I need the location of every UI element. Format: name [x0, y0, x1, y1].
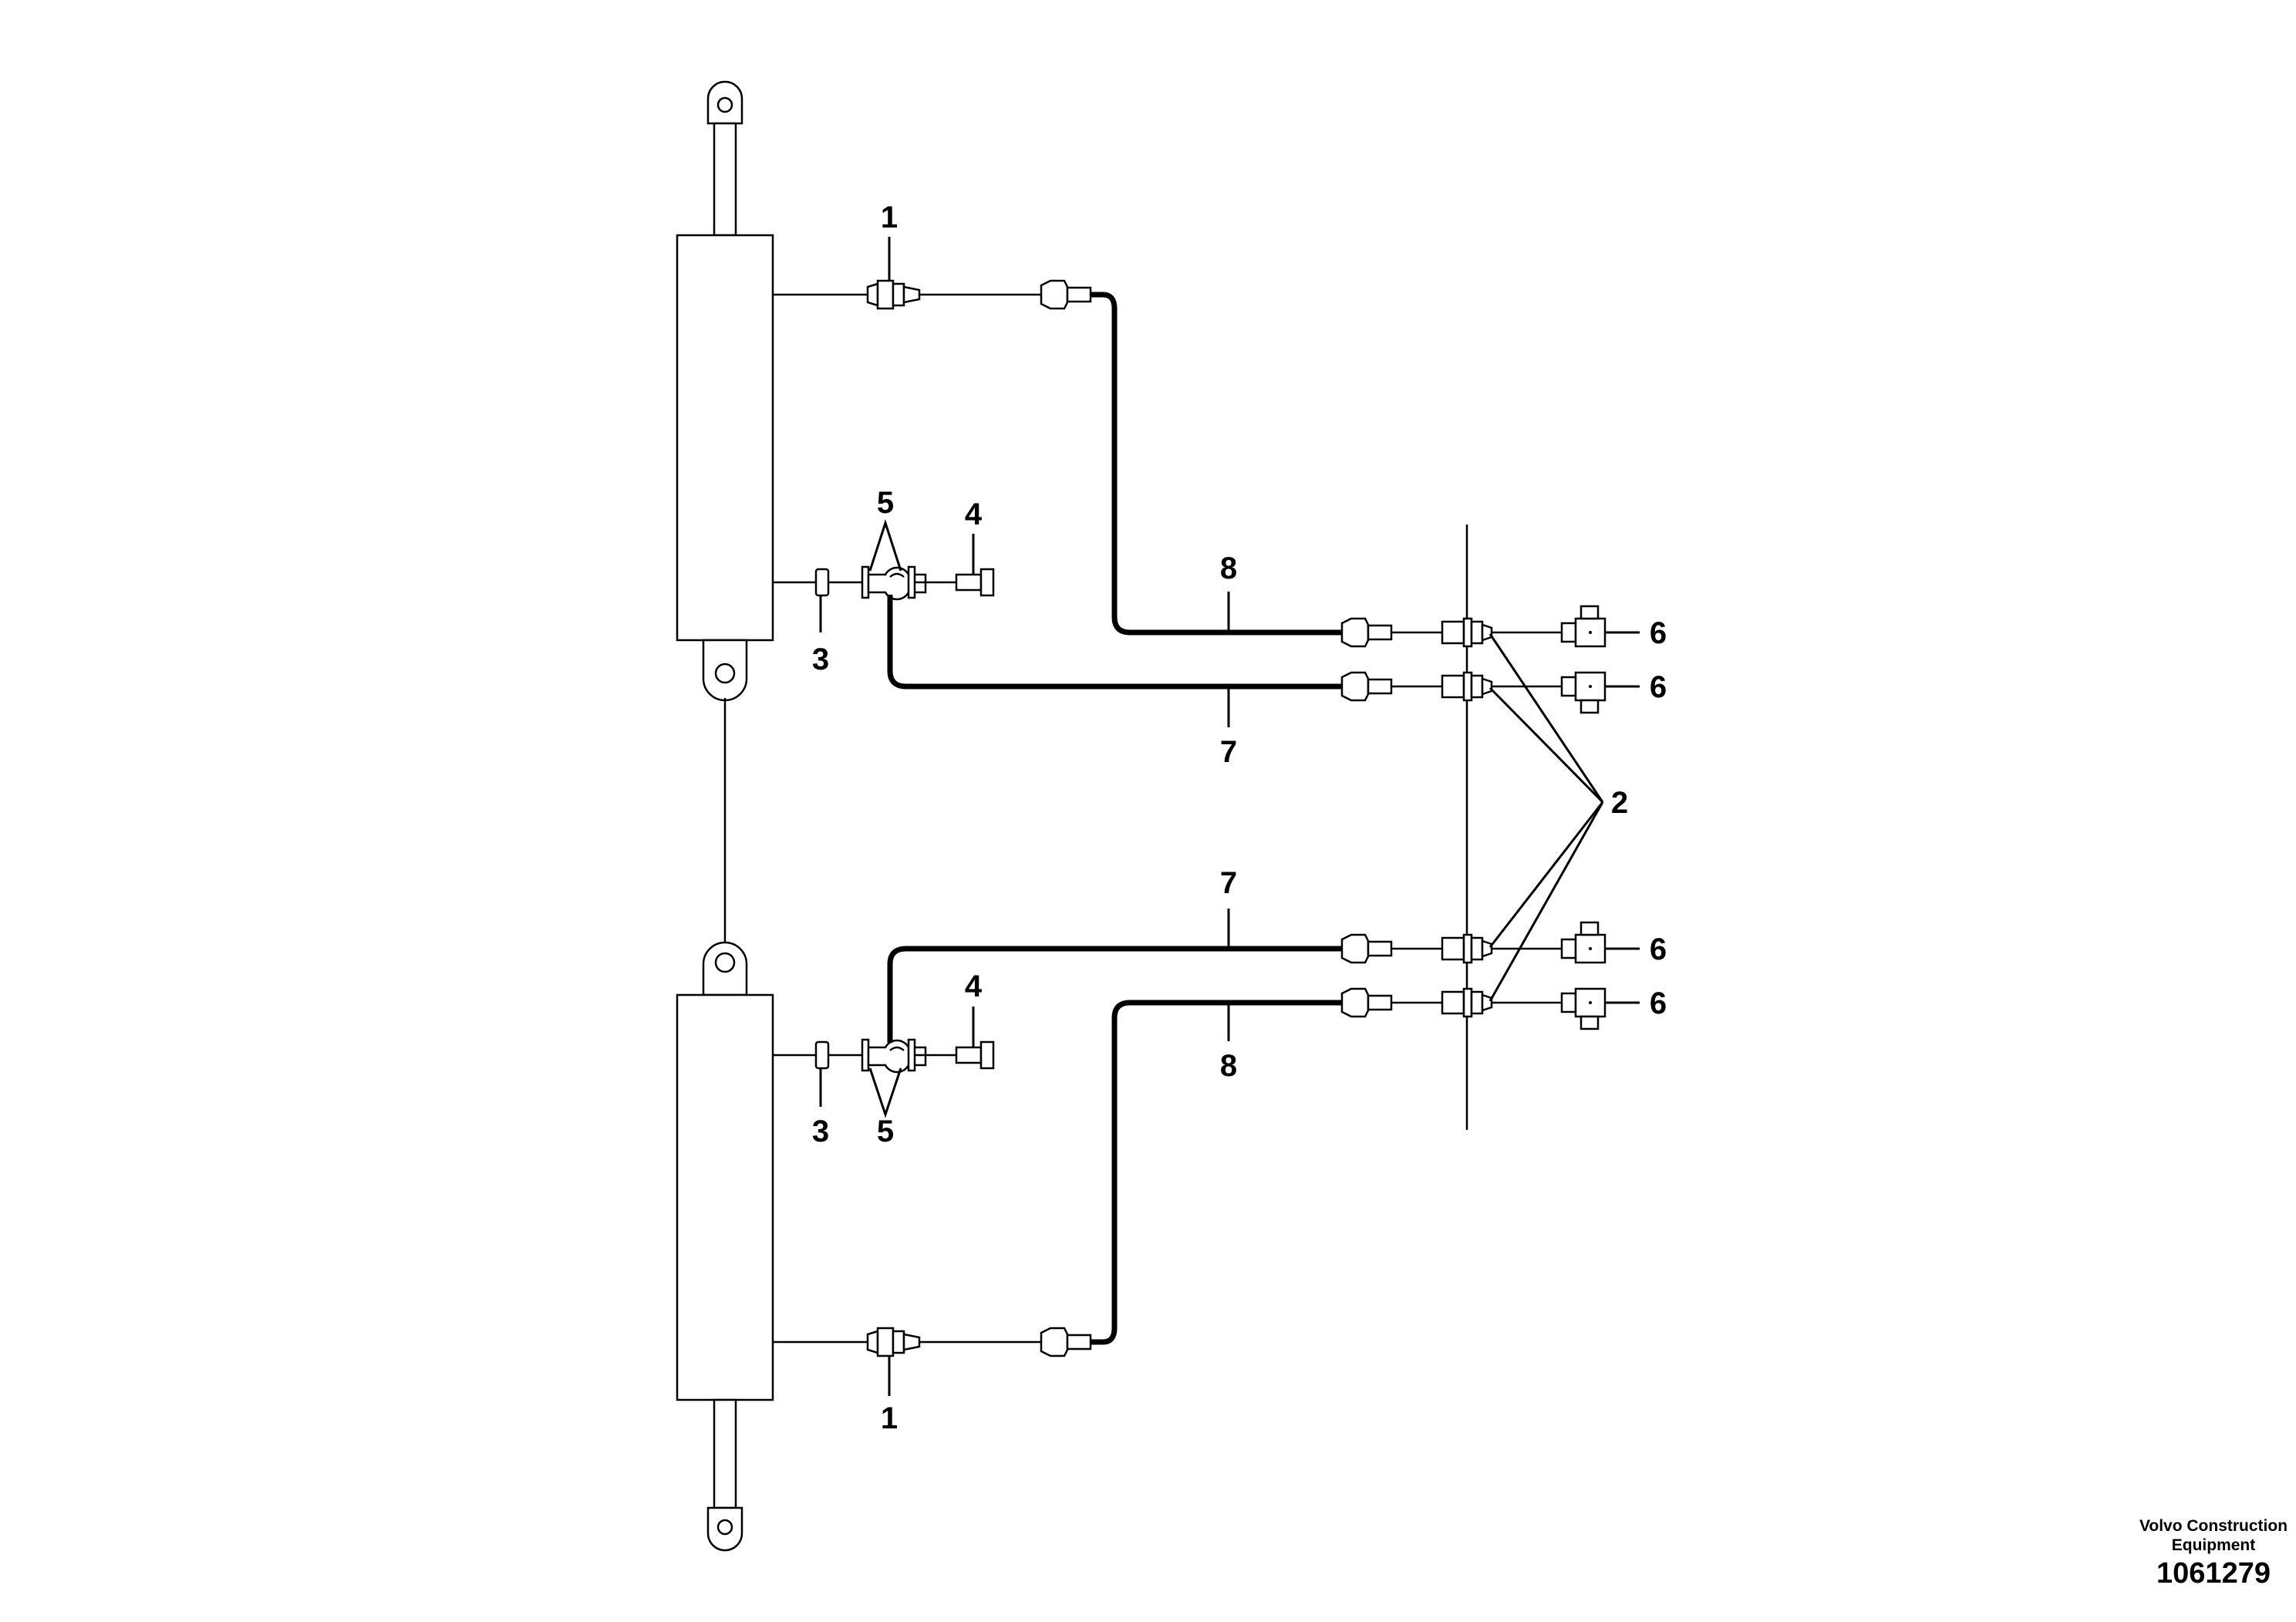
- bottom-cylinder: [676, 941, 774, 1552]
- fitting-3-bottom-icon: [814, 1040, 830, 1070]
- fitting-1-bottom-icon: [866, 1327, 921, 1357]
- bulkhead-row-1: [1340, 605, 1607, 648]
- callout-5-bottom: 5: [877, 1114, 894, 1148]
- publisher-watermark: Volvo Construction Equipment 1061279: [2139, 1517, 2288, 1590]
- bulkhead-row-3: [1340, 921, 1607, 964]
- clamp-5-bottom-icon: [861, 1038, 927, 1074]
- bottom-hose-circuit: [773, 946, 1342, 1357]
- tee-6-b-icon: [1560, 671, 1607, 714]
- callout-8-top: 8: [1220, 551, 1237, 585]
- bulkhead-row-4: [1340, 987, 1607, 1030]
- top-cylinder: [676, 80, 774, 702]
- bulkhead-row-2: [1340, 671, 1607, 714]
- callout-1-bottom: 1: [881, 1401, 898, 1435]
- callout-3-top: 3: [812, 642, 829, 676]
- hose-end-top-icon: [1040, 279, 1092, 310]
- callout-7-top: 7: [1220, 735, 1237, 769]
- callout-6-d: 6: [1650, 986, 1667, 1020]
- watermark-company-line1: Volvo Construction: [2139, 1517, 2288, 1535]
- callout-8-bottom: 8: [1220, 1049, 1237, 1083]
- callout-5-top: 5: [877, 486, 894, 520]
- callout-4-bottom: 4: [965, 969, 983, 1003]
- callout-6-b: 6: [1650, 670, 1667, 704]
- tee-6-a-icon: [1560, 605, 1607, 648]
- callout-2: 2: [1611, 786, 1628, 820]
- tee-6-d-icon: [1560, 987, 1607, 1030]
- top-hose-circuit: [773, 279, 1342, 690]
- drawing-number: 1061279: [2156, 1557, 2271, 1590]
- tee-6-c-icon: [1560, 921, 1607, 964]
- callout-7-bottom: 7: [1220, 866, 1237, 900]
- fitting-3-top-icon: [814, 568, 830, 597]
- leader-lines: [819, 237, 1640, 1396]
- screw-4-bottom-icon: [955, 1040, 995, 1070]
- watermark-company-line2: Equipment: [2172, 1536, 2256, 1554]
- callout-4-top: 4: [965, 497, 983, 531]
- callout-6-c: 6: [1650, 932, 1667, 966]
- callout-1-top: 1: [881, 201, 898, 234]
- fitting-1-top-icon: [866, 279, 921, 310]
- callout-6-a: 6: [1650, 616, 1667, 650]
- callout-3-bottom: 3: [812, 1114, 829, 1148]
- hose-end-bottom-icon: [1040, 1327, 1092, 1357]
- screw-4-top-icon: [955, 568, 995, 597]
